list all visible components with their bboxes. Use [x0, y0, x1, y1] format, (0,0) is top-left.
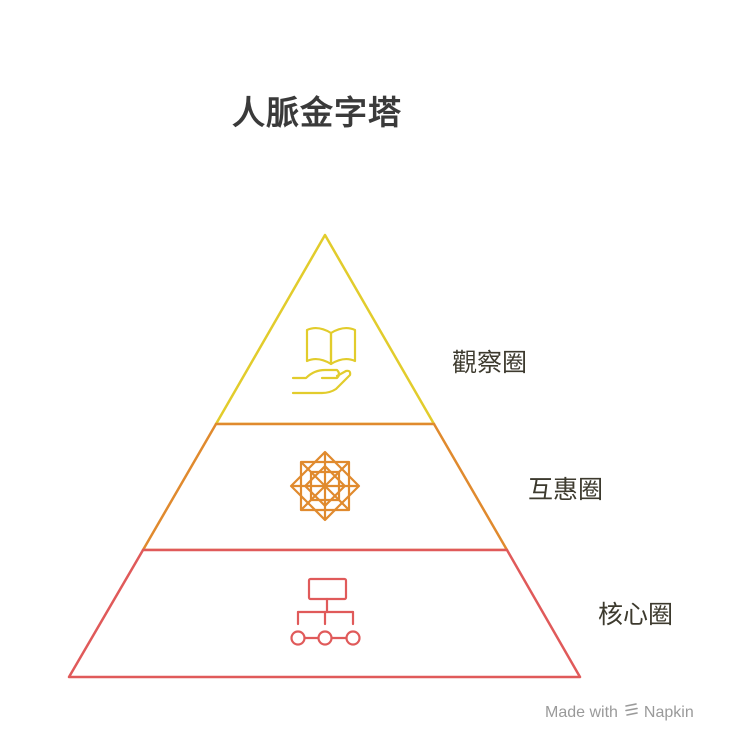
tier-label-bottom: 核心圈 [598, 600, 674, 629]
diagram-title: 人脈金字塔 [232, 93, 402, 132]
hierarchy-network-icon [290, 577, 361, 646]
made-with-napkin-watermark[interactable]: Made with Napkin [545, 703, 694, 722]
napkin-logo-icon [624, 703, 639, 722]
tier-label-middle: 互惠圈 [528, 475, 604, 504]
watermark-brand: Napkin [643, 703, 694, 721]
interlocking-star-icon [289, 450, 361, 522]
tier-label-top: 觀察圈 [452, 348, 528, 377]
watermark-prefix: Made with [545, 703, 618, 721]
open-book-on-hand-icon [291, 326, 357, 395]
